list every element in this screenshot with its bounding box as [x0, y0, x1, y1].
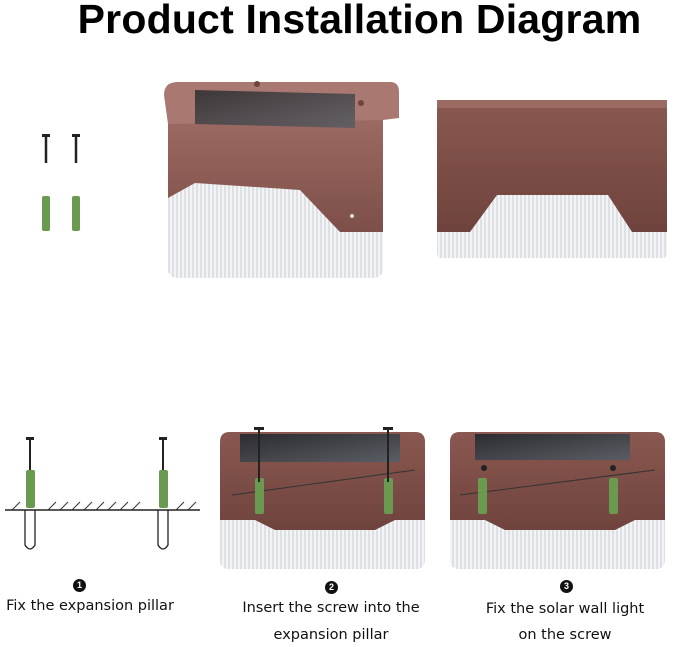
step-3-caption-line1: Fix the solar wall light: [485, 601, 645, 617]
step-3-illustration: [450, 432, 665, 569]
page-title: Product Installation Diagram: [77, 0, 642, 42]
screw-icon: [72, 134, 80, 163]
step-3-number-badge: 3: [560, 580, 573, 593]
step-2-illustration: [220, 427, 425, 569]
expansion-anchor-icon: [42, 196, 80, 231]
step-2-number-badge: 2: [325, 581, 338, 594]
screw-icon: [42, 134, 50, 163]
step-2-caption-line1: Insert the screw into the: [242, 600, 420, 616]
step-3-caption-line2: on the screw: [518, 627, 612, 643]
step-2-caption-line2: expansion pillar: [273, 627, 389, 643]
step-1-illustration: [5, 437, 200, 550]
step-1-caption: Fix the expansion pillar: [6, 598, 174, 614]
solar-light-perspective-image: [164, 81, 399, 278]
solar-light-front-image: [437, 100, 667, 258]
step-1-number-badge: 1: [73, 579, 86, 592]
